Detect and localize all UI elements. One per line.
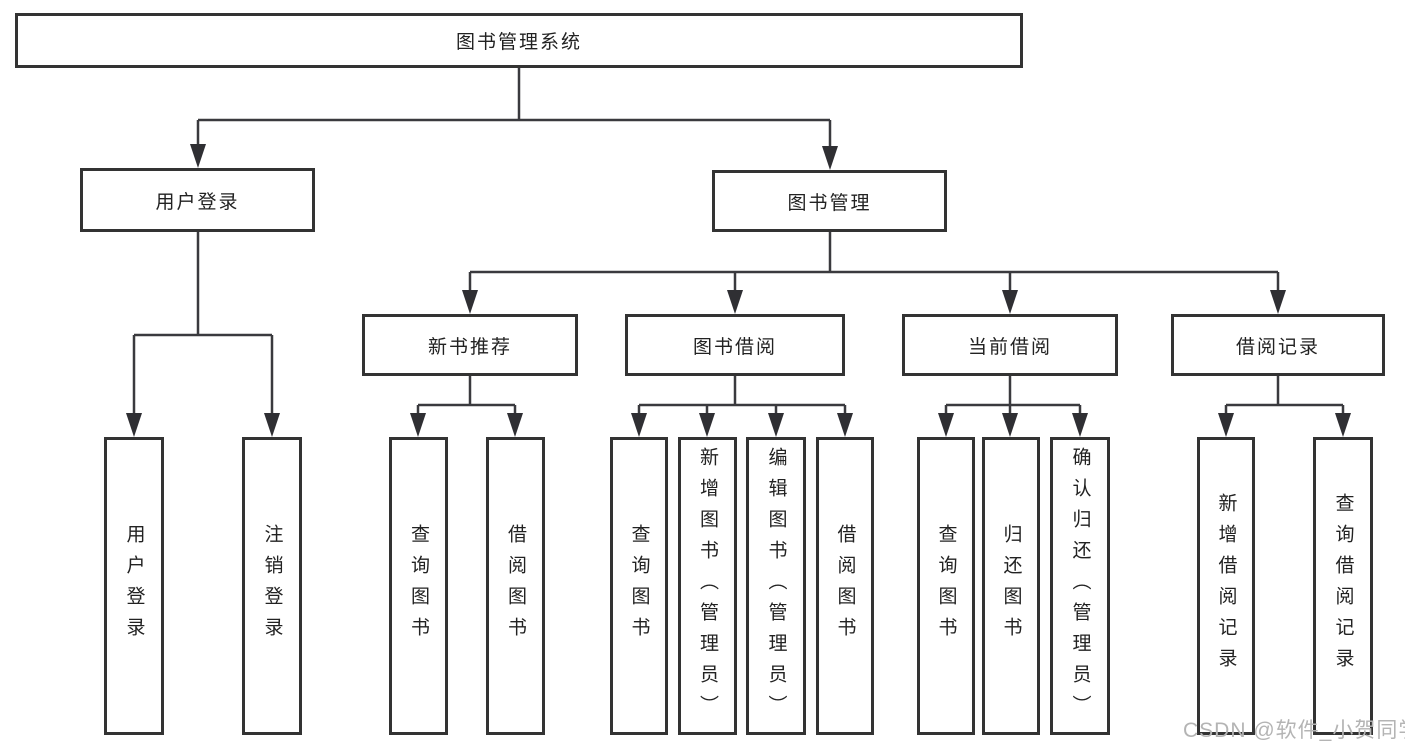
node-root: 图书管理系统 [15, 13, 1023, 68]
leaf-borrow-books: 借阅图书 [816, 437, 874, 735]
node-book-borrow: 图书借阅 [625, 314, 845, 376]
connector-borrowrecords-subtree [1224, 376, 1345, 416]
leaf-add-books-admin-label: 新增图书（管理员） [697, 446, 718, 726]
node-new-book-recommend: 新书推荐 [362, 314, 578, 376]
connector-bookmgmt-to-level3 [468, 232, 1280, 293]
leaf-user-login-label: 用户登录 [123, 524, 145, 648]
node-new-book-recommend-label: 新书推荐 [427, 336, 512, 358]
leaf-current-query-books: 查询图书 [917, 437, 975, 735]
csdn-watermark: CSDN @软件_小贺同学 [1183, 719, 1405, 742]
node-current-borrow: 当前借阅 [902, 314, 1118, 376]
leaf-borrow-books-label: 借阅图书 [834, 524, 856, 648]
leaf-logout: 注销登录 [242, 437, 302, 735]
connector-root-to-level2 [196, 68, 832, 149]
leaf-recommend-query-books-label: 查询图书 [408, 524, 429, 648]
node-current-borrow-label: 当前借阅 [967, 336, 1052, 358]
leaf-add-books-admin: 新增图书（管理员） [678, 437, 737, 735]
node-book-management: 图书管理 [712, 170, 947, 232]
connector-userlogin-subtree [132, 232, 274, 416]
connector-bookborrow-subtree [637, 376, 847, 416]
connector-currentborrow-subtree [944, 376, 1082, 416]
leaf-current-query-books-label: 查询图书 [935, 524, 957, 648]
node-user-login-label: 用户登录 [155, 191, 240, 213]
leaf-recommend-borrow-books-label: 借阅图书 [505, 524, 526, 648]
leaf-edit-books-admin: 编辑图书（管理员） [746, 437, 806, 735]
arrowheads [126, 144, 1351, 437]
leaf-query-borrow-record-label: 查询借阅记录 [1332, 493, 1354, 679]
leaf-recommend-query-books: 查询图书 [389, 437, 448, 735]
leaf-add-borrow-record-label: 新增借阅记录 [1215, 493, 1237, 679]
leaf-return-books: 归还图书 [982, 437, 1040, 735]
node-root-label: 图书管理系统 [455, 32, 582, 53]
node-book-management-label: 图书管理 [787, 192, 872, 214]
leaf-return-books-label: 归还图书 [1000, 524, 1022, 648]
leaf-logout-label: 注销登录 [261, 524, 283, 648]
leaf-edit-books-admin-label: 编辑图书（管理员） [765, 446, 787, 726]
leaf-query-borrow-record: 查询借阅记录 [1313, 437, 1373, 735]
leaf-confirm-return-admin-label: 确认归还（管理员） [1069, 446, 1091, 726]
node-borrow-records-label: 借阅记录 [1235, 336, 1320, 358]
node-user-login: 用户登录 [80, 168, 315, 232]
leaf-recommend-borrow-books: 借阅图书 [486, 437, 545, 735]
node-borrow-records: 借阅记录 [1171, 314, 1385, 376]
leaf-confirm-return-admin: 确认归还（管理员） [1050, 437, 1110, 735]
leaf-user-login: 用户登录 [104, 437, 164, 735]
leaf-add-borrow-record: 新增借阅记录 [1197, 437, 1255, 735]
leaf-borrow-query-books: 查询图书 [610, 437, 668, 735]
leaf-borrow-query-books-label: 查询图书 [628, 524, 650, 648]
node-book-borrow-label: 图书借阅 [692, 336, 777, 358]
connector-newbookrec-subtree [416, 376, 517, 416]
